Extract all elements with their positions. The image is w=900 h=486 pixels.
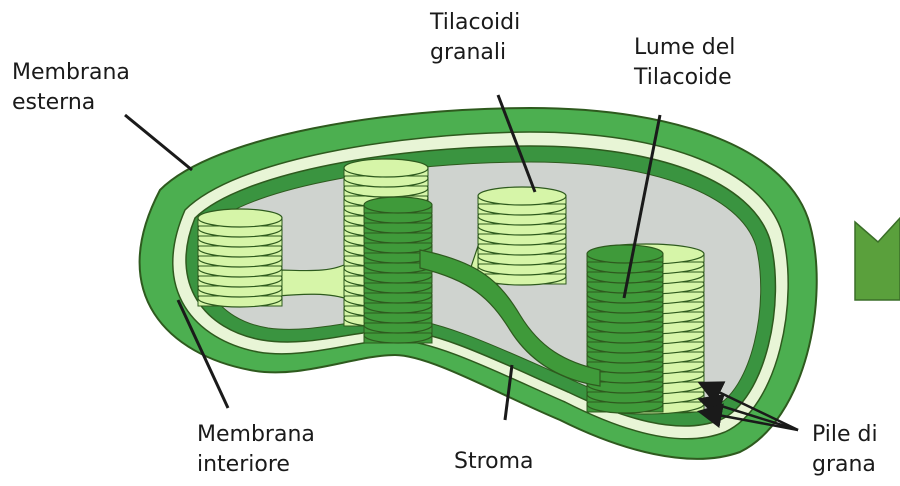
chevron-down-icon: [855, 218, 900, 300]
granum-right: [478, 187, 566, 285]
granum-front-dark: [587, 245, 663, 413]
granum-left: [198, 209, 282, 307]
thylakoid-disc: [478, 187, 566, 205]
thylakoid-disc: [344, 159, 428, 177]
granum-center-dark: [364, 197, 432, 343]
stroma-label: Stroma: [454, 447, 534, 477]
outer-membrane-label: Membranaesterna: [12, 58, 130, 118]
thylakoid-lumen-label: Lume delTilacoide: [634, 33, 735, 93]
outer-membrane-leader: [125, 115, 192, 170]
grana-thylakoids-label: Tilacoidigranali: [430, 8, 520, 68]
thylakoid-disc: [364, 197, 432, 213]
grana-stacks-label: Pile digrana: [812, 420, 878, 480]
thylakoid-disc: [198, 209, 282, 227]
thylakoid-disc: [587, 245, 663, 263]
inner-membrane-label: Membranainteriore: [197, 420, 315, 480]
